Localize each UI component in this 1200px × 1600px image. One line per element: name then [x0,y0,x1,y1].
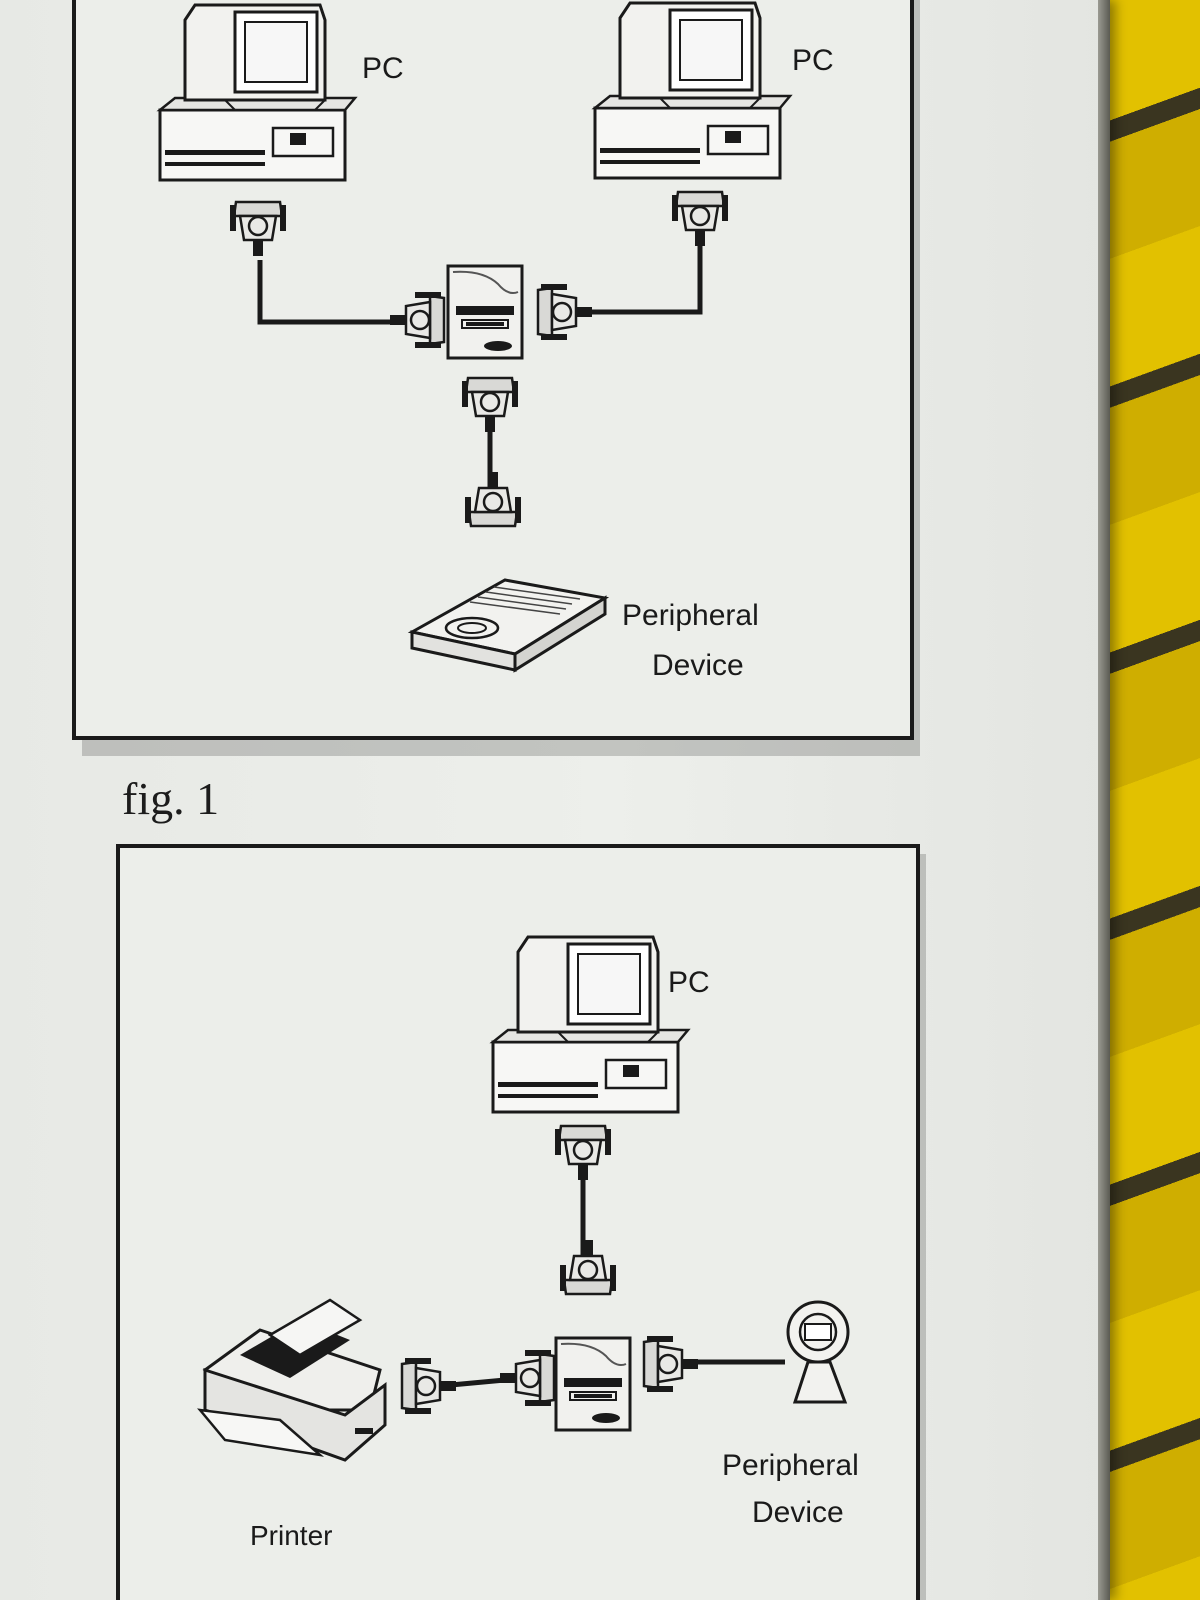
pc-icon [491,935,690,1114]
peripheral-device-icon [407,578,610,673]
pc-left-icon [158,3,357,182]
peripheral-label-line1-2: Peripheral [722,1449,859,1482]
pc-right-icon [593,1,792,180]
printer-icon [197,1298,387,1462]
pc-label: PC [668,966,710,999]
figure-caption: fig. 1 [122,773,220,824]
page-edge [1098,0,1110,1600]
webcam-icon [786,1300,850,1404]
peripheral-label-line2-2: Device [752,1496,844,1529]
pc-left-label: PC [362,52,404,85]
switch-box-icon-2 [554,1336,632,1432]
pc-right-label: PC [792,44,834,77]
cable-left [257,260,390,325]
switch-box-icon [446,264,524,360]
peripheral-label-line1: Peripheral [622,599,759,632]
printer-label: Printer [250,1520,332,1551]
peripheral-label-line2: Device [652,649,744,682]
cable-right [580,245,703,315]
